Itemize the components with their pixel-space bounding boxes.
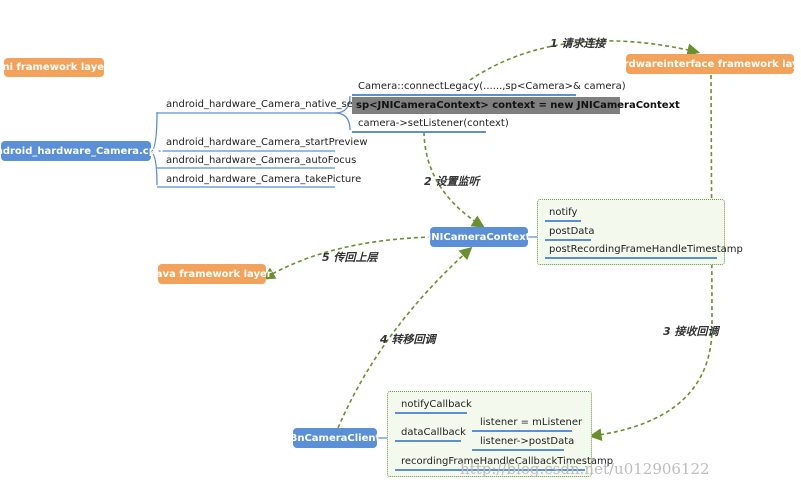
fn-start-preview: android_hardware_Camera_startPreview bbox=[166, 137, 368, 148]
label-request-connect: 1 请求连接 bbox=[550, 37, 606, 50]
step-set-listener: camera->setListener(context) bbox=[358, 118, 509, 129]
ctx-post-recording-underline bbox=[545, 257, 717, 259]
watermark: http://blog.csdn.net/u012906122 bbox=[460, 460, 710, 478]
java-layer-node: java framework layer bbox=[152, 264, 272, 284]
client-recording-callback: recordingFrameHandleCallbackTimestamp bbox=[401, 456, 614, 467]
client-listener-post: listener->postData bbox=[480, 436, 575, 447]
client-notify-callback: notifyCallback bbox=[401, 399, 472, 410]
ctx-method-postdata: postData bbox=[549, 226, 595, 237]
client-data-underline bbox=[395, 440, 461, 442]
ctx-methods-box bbox=[537, 199, 725, 265]
client-methods-box bbox=[387, 391, 592, 477]
label-transfer-callback: 4 转移回调 bbox=[380, 333, 436, 346]
arrow-receive-callback bbox=[588, 74, 713, 442]
client-notify-underline bbox=[395, 412, 467, 414]
step-listener-underline bbox=[352, 131, 486, 133]
step-connect-legacy: Camera::connectLegacy(......,sp<Camera>&… bbox=[358, 81, 626, 92]
ctx-postdata-underline bbox=[545, 239, 591, 241]
hardwareinterface-layer-node: hardwareinterface framework layer bbox=[610, 54, 801, 74]
label-set-listener: 2 设置监听 bbox=[424, 175, 480, 188]
cpp-tree-connectors bbox=[149, 95, 351, 188]
label-receive-callback: 3 接收回调 bbox=[663, 325, 719, 338]
arrow-return-upper bbox=[262, 236, 433, 280]
ctx-notify-underline bbox=[545, 220, 581, 222]
fn-native-setup: android_hardware_Camera_native_setup bbox=[166, 99, 370, 110]
ctx-method-notify: notify bbox=[549, 207, 578, 218]
fn-auto-focus: android_hardware_Camera_autoFocus bbox=[166, 155, 357, 166]
jni-layer-node: jni framework layer bbox=[0, 58, 109, 77]
label-return-upper: 5 传回上层 bbox=[322, 251, 378, 264]
arrow-set-listener bbox=[423, 131, 485, 228]
ctx-method-post-recording: postRecordingFrameHandleTimestamp bbox=[549, 244, 743, 255]
client-listener-post-underline bbox=[472, 449, 564, 451]
camera-cpp-node: android_hardware_Camera.cpp bbox=[0, 141, 163, 161]
client-listener-assign: listener = mListener bbox=[480, 417, 583, 428]
step-new-context: sp<JNICameraContext> context = new JNICa… bbox=[352, 97, 680, 114]
step-connect-underline bbox=[352, 94, 576, 96]
client-data-callback: dataCallback bbox=[401, 427, 466, 438]
fn-take-picture: android_hardware_Camera_takePicture bbox=[166, 174, 362, 185]
bn-camera-client-node: BnCameraClient bbox=[290, 428, 380, 448]
jni-camera-context-node: JNICameraContext bbox=[428, 227, 530, 247]
client-listener-assign-underline bbox=[472, 430, 572, 432]
arrow-transfer-callback bbox=[337, 246, 473, 429]
client-recording-underline bbox=[395, 469, 585, 471]
